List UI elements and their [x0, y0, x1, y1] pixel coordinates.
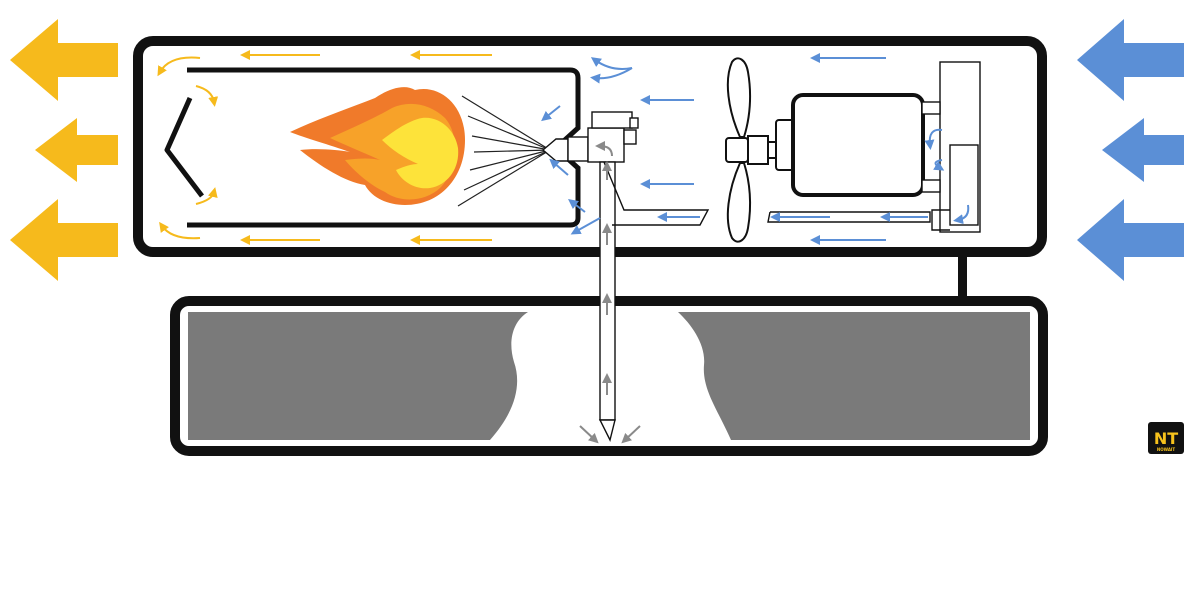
cold-air-flow	[541, 53, 970, 245]
hot-air-outlets	[10, 19, 118, 281]
support-post	[958, 252, 967, 302]
propeller-icon	[725, 57, 795, 243]
heater-housing	[133, 36, 1047, 257]
baffle-plate	[164, 96, 204, 198]
logo-mark: NT	[1154, 429, 1178, 448]
left-arrow-icon	[35, 118, 118, 182]
flame-icon	[290, 87, 465, 205]
cold-air-inlets	[1077, 19, 1184, 281]
nozzle-tip	[541, 138, 569, 162]
left-arrow-icon	[10, 19, 118, 101]
left-arrow-icon	[1102, 118, 1184, 182]
fuel-right	[678, 312, 1030, 440]
fuel-flow	[579, 141, 641, 444]
left-arrow-icon	[10, 199, 118, 281]
fuel-pump-icon	[767, 61, 981, 233]
left-arrow-icon	[1077, 19, 1184, 101]
fuel-spray	[457, 95, 551, 207]
brand-logo: NT NOWAIT	[1148, 422, 1184, 454]
logo-caption: NOWAIT	[1157, 447, 1176, 452]
hot-air-flow	[157, 50, 492, 245]
left-arrow-icon	[1077, 199, 1184, 281]
electric-motor-icon	[791, 93, 925, 197]
fuel-left	[188, 312, 528, 440]
